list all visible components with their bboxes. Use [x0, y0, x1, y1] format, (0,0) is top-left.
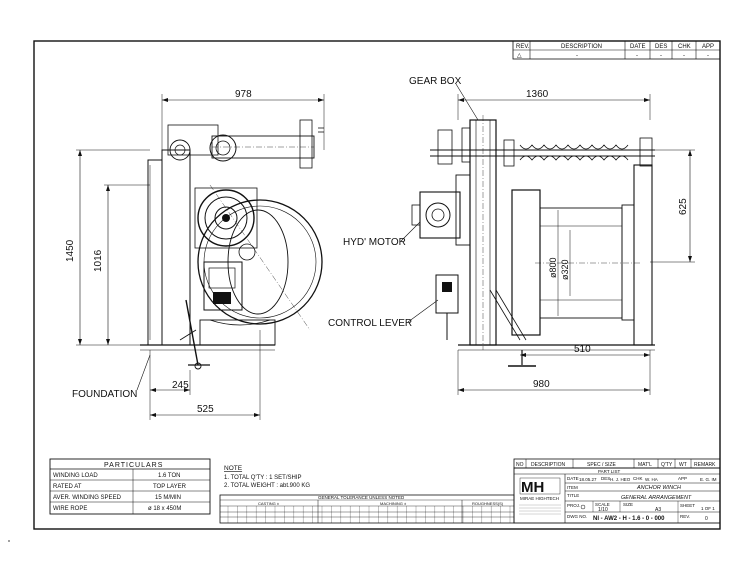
title-value: GENERAL ARRANGEMENT: [621, 495, 692, 501]
item-value: ANCHOR WINCH: [636, 485, 681, 491]
scale-value: 1/10: [598, 507, 608, 513]
dim-1016: 1016: [93, 249, 104, 272]
rev-cell-date: -: [636, 53, 638, 59]
particulars-label: WIRE ROPE: [53, 506, 87, 512]
company-name: MIRAE HIGHTECH: [520, 496, 559, 501]
rev-header-app: APP: [702, 44, 714, 50]
note-block: NOTE 1. TOTAL Q'TY : 1 SET/SHIP 2. TOTAL…: [224, 465, 310, 489]
front-view: 978 1450 1016: [65, 89, 325, 420]
parts-header-description: DESCRIPTION: [531, 462, 566, 468]
tolerance-group-roughness: ROUGHNESS(S): [472, 501, 504, 506]
dwg-no-value: NI - AW2 - H - 1.6 - 0 - 000: [593, 516, 665, 522]
rev-header-date: DATE: [630, 44, 646, 50]
parts-header-spec: SPEC / SIZE: [587, 462, 617, 468]
revision-block: REV. DESCRIPTION DATE DES CHK APP △ - - …: [512, 40, 721, 60]
tolerance-table: GENERAL TOLERANCE UNLESS NOTED CASTING ±…: [219, 494, 515, 524]
particulars-title: PARTICULARS: [104, 462, 163, 469]
dim-dia-320: ø320: [560, 259, 570, 280]
company-logo: MH: [521, 479, 544, 496]
parts-header-wt: WT: [679, 462, 687, 468]
sheet-label: SHEET: [680, 503, 695, 508]
callout-gear-box: GEAR BOX: [409, 76, 462, 87]
note-title: NOTE: [224, 465, 243, 472]
rev-cell-des: -: [660, 53, 662, 59]
rev-cell-description: -: [576, 53, 578, 59]
tolerance-group-machining: MACHINING ±: [380, 501, 407, 506]
parts-header-remark: REMARK: [694, 462, 716, 468]
date-label: DATE: [567, 476, 579, 481]
title-label: TITLE: [567, 493, 579, 498]
particulars-value: ø 18 x 450M: [148, 506, 181, 512]
callout-control-lever: CONTROL LEVER: [328, 318, 412, 329]
note-line-1: 1. TOTAL Q'TY : 1 SET/SHIP: [224, 475, 302, 481]
des-value: H. J. HEO: [610, 477, 631, 482]
title-block: PART LIST MH MIRAE HIGHTECH DATE 18.05.2…: [513, 467, 721, 524]
dim-525: 525: [197, 404, 214, 415]
dim-dia-800: ø800: [548, 257, 558, 278]
particulars-label: AVER. WINDING SPEED: [53, 495, 122, 501]
date-value: 18.05.27: [579, 477, 597, 482]
particulars-value: 1.6 TON: [158, 473, 180, 479]
rev-label: REV.: [680, 514, 690, 519]
size-label: SIZE: [623, 502, 633, 507]
rev-cell-rev: △: [517, 53, 522, 59]
parts-list-header: NO DESCRIPTION SPEC / SIZE MAT'L Q'TY WT…: [513, 458, 721, 469]
rev-header-chk: CHK: [678, 44, 691, 50]
proj-label: PROJ.: [567, 503, 580, 508]
projection-symbol-icon: [580, 504, 586, 510]
sheet-border: [33, 40, 721, 530]
tolerance-group-casting: CASTING ±: [258, 501, 280, 506]
dim-978: 978: [235, 89, 252, 100]
rev-cell-app: -: [707, 53, 709, 59]
dim-510: 510: [574, 344, 591, 355]
parts-header-matl: MAT'L: [638, 462, 652, 468]
sheet-value: 1 OF 1: [701, 506, 715, 511]
app-value: E. G. IM: [700, 477, 717, 482]
dim-245: 245: [172, 380, 189, 391]
rev-value: 0: [705, 516, 708, 522]
chk-label: CHK: [633, 476, 643, 481]
scale-label: SCALE: [595, 502, 610, 507]
particulars-label: RATED AT: [53, 484, 82, 490]
rev-header-des: DES: [655, 44, 667, 50]
app-label: APP: [678, 476, 687, 481]
chk-value: W. HA: [645, 477, 658, 482]
dim-980: 980: [533, 379, 550, 390]
particulars-value: 15 M/MIN: [155, 495, 181, 501]
dim-1450: 1450: [65, 239, 76, 262]
callout-foundation: FOUNDATION: [72, 389, 137, 400]
particulars-label: WINDING LOAD: [53, 473, 98, 479]
callout-hyd-motor: HYD' MOTOR: [343, 237, 406, 248]
tolerance-title: GENERAL TOLERANCE UNLESS NOTED: [318, 495, 405, 500]
dwg-no-label: DWG NO.: [567, 514, 587, 519]
des-label: DES: [601, 476, 610, 481]
item-label: ITEM: [567, 485, 578, 490]
dim-625: 625: [678, 198, 689, 215]
particulars-table: PARTICULARS WINDING LOAD 1.6 TON RATED A…: [49, 458, 211, 515]
part-list-label: PART LIST: [598, 469, 621, 474]
rev-header-rev: REV.: [516, 44, 530, 50]
particulars-value: TOP LAYER: [153, 484, 187, 490]
parts-header-qty: Q'TY: [661, 462, 673, 468]
side-view: 1360 625: [328, 76, 695, 395]
dim-1360: 1360: [526, 89, 549, 100]
parts-header-no: NO: [516, 462, 524, 468]
rev-header-description: DESCRIPTION: [561, 44, 602, 50]
note-line-2: 2. TOTAL WEIGHT : abt.900 KG: [224, 483, 310, 489]
rev-cell-chk: -: [683, 53, 685, 59]
size-value: A3: [655, 507, 661, 513]
